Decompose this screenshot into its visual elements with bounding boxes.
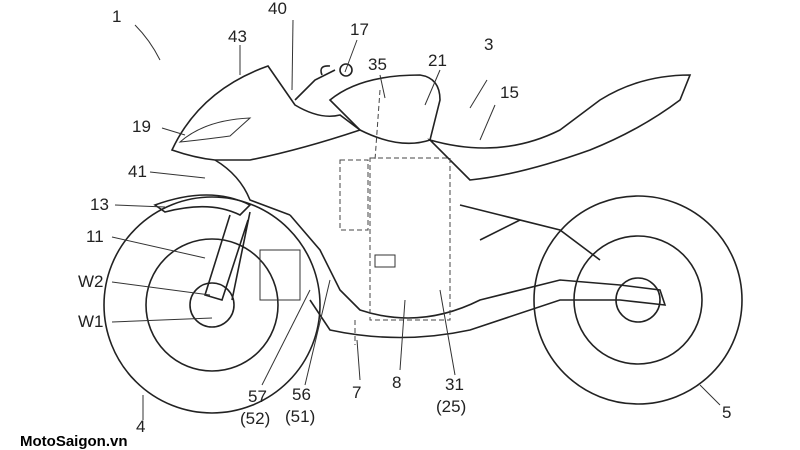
headlight xyxy=(178,117,252,143)
ref-label-4: 4 xyxy=(136,417,145,436)
ref-label-15: 15 xyxy=(500,83,519,102)
ref-label-51: (51) xyxy=(285,407,315,426)
front-fender xyxy=(153,194,252,216)
ref-label-W1: W1 xyxy=(78,312,104,331)
ref-label-35: 35 xyxy=(368,55,387,74)
ref-label-57: 57 xyxy=(248,387,267,406)
ref-label-7: 7 xyxy=(352,383,361,402)
front-fairing xyxy=(170,65,362,161)
ref-label-31: 31 xyxy=(445,375,464,394)
ref-label-56: 56 xyxy=(292,385,311,404)
dashed-component-35 xyxy=(339,159,369,231)
ref-label-19: 19 xyxy=(132,117,151,136)
ref-label-11: 11 xyxy=(86,227,104,246)
leader-lines xyxy=(111,19,721,420)
ref-label-5: 5 xyxy=(722,403,731,422)
watermark: MotoSaigon.vn xyxy=(20,433,128,450)
frame-body xyxy=(289,214,667,339)
ref-label-21: 21 xyxy=(428,51,447,70)
seat xyxy=(427,74,692,181)
ref-label-3: 3 xyxy=(484,35,493,54)
ref-label-1: 1 xyxy=(112,7,121,26)
ref-label-25: (25) xyxy=(436,397,466,416)
front-wheel xyxy=(103,196,321,414)
front-fork xyxy=(203,211,251,301)
ref-label-40: 40 xyxy=(268,0,287,18)
ref-label-13: 13 xyxy=(90,195,109,214)
ref-label-41: 41 xyxy=(128,162,147,181)
ref-label-43: 43 xyxy=(228,27,247,46)
ref-label-17: 17 xyxy=(350,20,369,39)
ref-label-52: (52) xyxy=(240,409,270,428)
handlebar xyxy=(294,63,353,101)
dashed-component-31 xyxy=(369,157,451,321)
fuel-tank xyxy=(328,74,441,145)
rear-wheel xyxy=(533,195,743,405)
ref-label-W2: W2 xyxy=(78,272,104,291)
ref-label-8: 8 xyxy=(392,373,401,392)
